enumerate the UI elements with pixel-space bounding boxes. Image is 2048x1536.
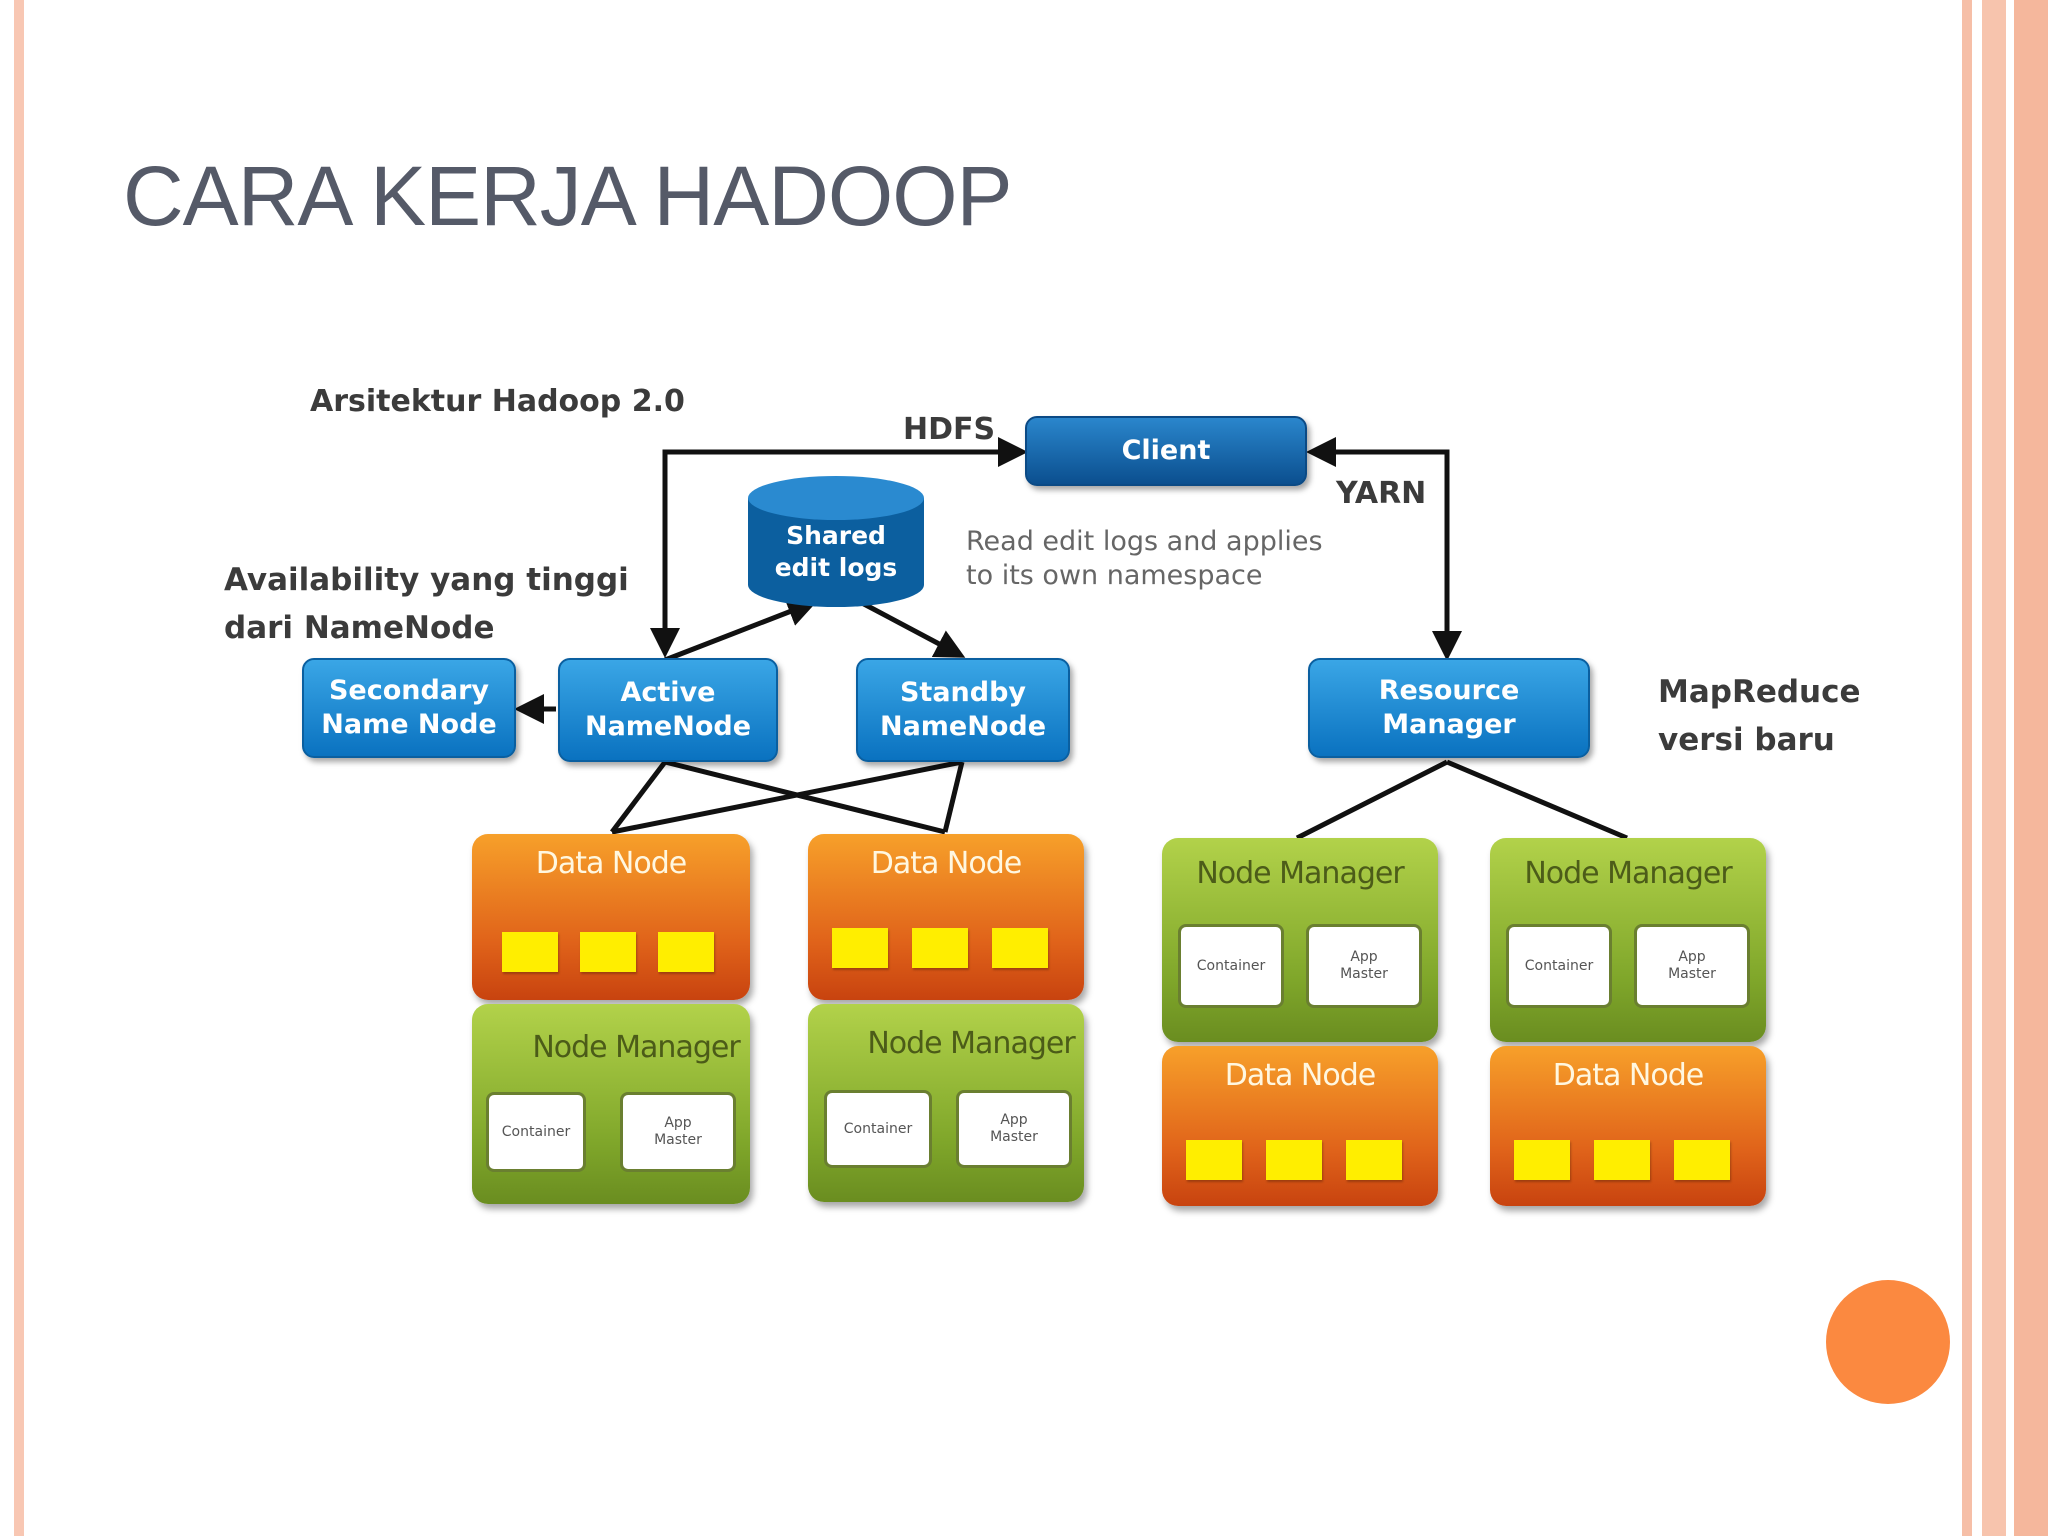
node-manager-label: Node Manager xyxy=(1196,856,1404,891)
namenode-to-datanode-connector xyxy=(610,760,667,834)
container-block: Container xyxy=(824,1090,932,1168)
data-block xyxy=(832,928,888,968)
data-block xyxy=(992,928,1048,968)
container-block: Container xyxy=(1178,924,1284,1008)
data-block xyxy=(1266,1140,1322,1180)
right-border-stripe xyxy=(1982,0,2006,1536)
active-to-shared-connector xyxy=(664,597,818,663)
data-node: Data Node xyxy=(1162,1046,1438,1206)
data-block xyxy=(658,932,714,972)
node-manager-label: Node Manager xyxy=(867,1026,1075,1061)
resource-manager-connector xyxy=(1446,759,1628,841)
hdfs-label: HDFS xyxy=(903,412,996,447)
left-border-stripe xyxy=(14,0,24,1536)
shared-edit-logs-label: Shared edit logs xyxy=(774,521,898,582)
mapreduce-note: MapReduce versi baru xyxy=(1658,674,1861,758)
yarn-connector xyxy=(1306,437,1462,661)
right-border-stripe xyxy=(1962,0,1972,1536)
yarn-label: YARN xyxy=(1336,476,1427,511)
data-node-label: Data Node xyxy=(870,846,1022,881)
read-edit-logs-note: Read edit logs and applies to its own na… xyxy=(966,526,1323,591)
shared-to-standby-connector xyxy=(860,600,966,658)
namenode-to-datanode-connector xyxy=(664,759,946,835)
resource-manager-connector xyxy=(1295,759,1449,841)
container-block: Container xyxy=(1506,924,1612,1008)
right-border-line xyxy=(2007,0,2011,1536)
data-node: Data Node xyxy=(1490,1046,1766,1206)
data-node: Data Node xyxy=(808,834,1084,1000)
shared-edit-logs-cylinder xyxy=(748,476,924,607)
data-block xyxy=(1186,1140,1242,1180)
decorative-orange-circle xyxy=(1826,1280,1950,1404)
data-block xyxy=(1514,1140,1570,1180)
data-block xyxy=(502,932,558,972)
data-block xyxy=(912,928,968,968)
diagram-heading: Arsitektur Hadoop 2.0 xyxy=(310,384,685,419)
node-manager-label: Node Manager xyxy=(532,1030,740,1065)
data-block xyxy=(1346,1140,1402,1180)
data-node-label: Data Node xyxy=(1224,1058,1376,1093)
data-block xyxy=(1594,1140,1650,1180)
namenode-to-datanode-connector xyxy=(942,761,965,833)
data-block xyxy=(580,932,636,972)
client-label: Client xyxy=(1121,435,1211,466)
namenode-to-datanode-connector xyxy=(611,759,963,835)
hdfs-connector xyxy=(650,437,1028,658)
availability-note: Availability yang tinggi dari NameNode xyxy=(224,562,629,646)
node-manager-label: Node Manager xyxy=(1524,856,1732,891)
client-node: Client xyxy=(1025,416,1307,486)
right-border-stripe xyxy=(2014,0,2048,1536)
container-block: Container xyxy=(486,1092,586,1172)
data-node-label: Data Node xyxy=(535,846,687,881)
data-block xyxy=(1674,1140,1730,1180)
data-node-label: Data Node xyxy=(1552,1058,1704,1093)
data-node: Data Node xyxy=(472,834,750,1000)
slide-title: CARA KERJA HADOOP xyxy=(123,149,1013,243)
